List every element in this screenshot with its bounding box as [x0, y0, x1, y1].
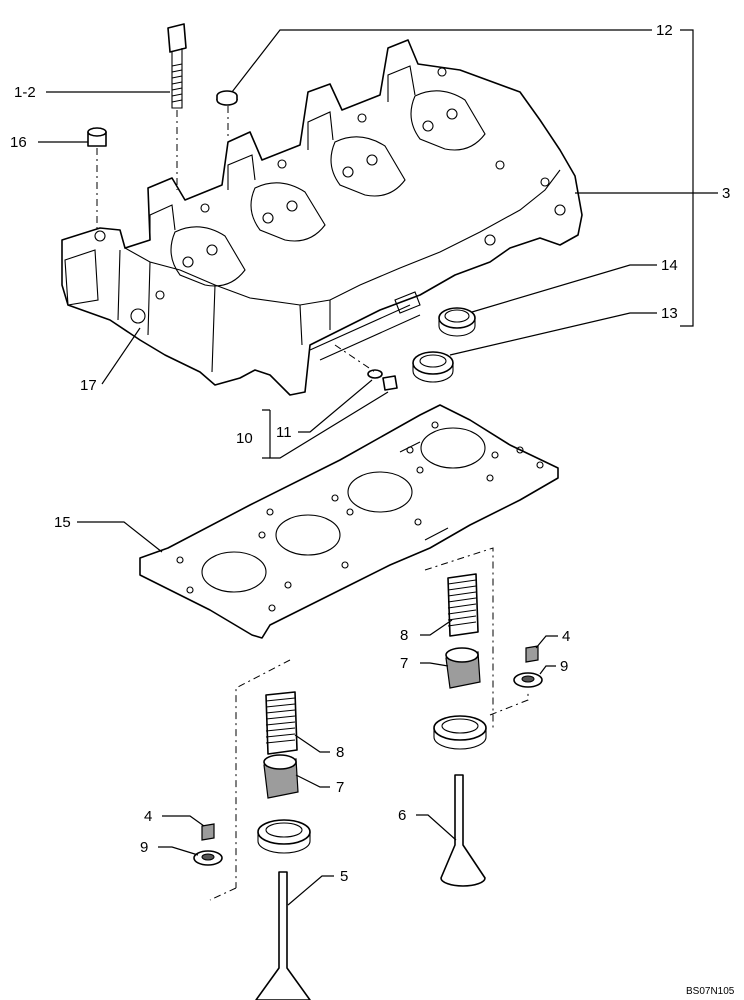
leader-lines	[38, 29, 718, 906]
plug-axis-line	[334, 344, 376, 373]
cap-16	[87, 127, 107, 232]
callout-7-right: 7	[400, 655, 408, 672]
callout-6: 6	[398, 807, 406, 824]
cylinder-head	[61, 39, 583, 396]
head-bolt	[167, 23, 187, 109]
collet-right	[525, 645, 539, 663]
valve-6	[440, 774, 486, 887]
callout-13: 13	[661, 305, 678, 322]
callout-9-left: 9	[140, 839, 148, 856]
callout-4-left: 4	[144, 808, 152, 825]
callout-8-left: 8	[336, 744, 344, 761]
callout-4-right: 4	[562, 628, 570, 645]
callout-5: 5	[340, 868, 348, 885]
valve-spring-left	[265, 691, 298, 755]
seal-13	[412, 351, 454, 383]
callout-15: 15	[54, 514, 71, 531]
valve-seal-left	[257, 819, 311, 854]
callout-9-right: 9	[560, 658, 568, 675]
head-gasket	[139, 404, 559, 639]
plug-12	[216, 90, 238, 140]
callout-14: 14	[661, 257, 678, 274]
right-valve-axis-line	[424, 547, 529, 730]
callout-3: 3	[722, 185, 730, 202]
spring-cap-right	[445, 647, 481, 689]
washer-11	[367, 369, 383, 379]
left-valve-axis-line	[209, 659, 291, 901]
callout-17: 17	[80, 377, 97, 394]
seal-14	[438, 307, 476, 337]
callout-16: 16	[10, 134, 27, 151]
callout-8-right: 8	[400, 627, 408, 644]
callout-11: 11	[276, 424, 292, 441]
valve-seal-right	[433, 715, 487, 750]
retainer-right	[513, 672, 543, 688]
spring-cap-left	[263, 754, 299, 799]
plug-10	[382, 375, 398, 391]
collet-left	[201, 823, 215, 841]
callout-10: 10	[236, 430, 253, 447]
callout-1-2: 1-2	[14, 84, 36, 101]
valve-spring-right	[447, 573, 479, 637]
valve-5	[255, 871, 311, 1000]
callout-12: 12	[656, 22, 673, 39]
callout-7-left: 7	[336, 779, 344, 796]
retainer-left	[193, 850, 223, 866]
reference-code: BS07N105	[686, 986, 735, 997]
